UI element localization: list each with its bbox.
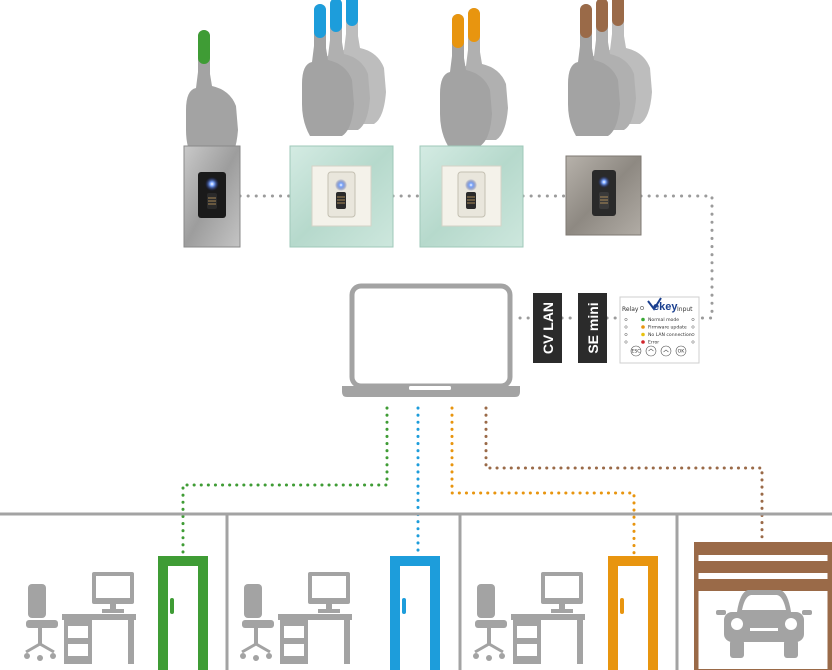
converter-se-mini: SE mini xyxy=(578,293,607,363)
monitor-icon xyxy=(92,572,134,613)
monitor-icon xyxy=(308,572,350,613)
converter-label-se-mini: SE mini xyxy=(585,302,601,353)
panel-brand-logo: ekey xyxy=(653,301,678,313)
panel-button-label: OK xyxy=(678,349,686,355)
panel-status-line: Error xyxy=(648,340,659,346)
desk-icon xyxy=(278,614,352,664)
panel-button[interactable] xyxy=(660,345,672,357)
panel-relay-label: Relay xyxy=(622,306,639,313)
panel-button-label: ESC xyxy=(631,349,640,355)
door-handle-icon xyxy=(402,598,406,614)
panel-input-label: Input xyxy=(677,306,693,313)
door-handle-icon xyxy=(620,598,624,614)
converter-cv-lan: CV LAN xyxy=(533,293,562,363)
panel-status-line: No LAN connection xyxy=(648,332,692,338)
building-outline xyxy=(0,512,832,670)
hand-2-icon xyxy=(302,0,386,136)
office-2-room xyxy=(240,556,440,670)
routing-lines xyxy=(181,406,764,558)
fingerprint-reader-glass-1 xyxy=(289,145,394,248)
panel-button[interactable] xyxy=(645,345,657,357)
garage-room xyxy=(694,542,832,670)
office-1-door xyxy=(158,556,208,670)
hands-group xyxy=(186,0,652,162)
brown-route-line xyxy=(484,406,764,545)
panel-button[interactable] xyxy=(630,345,642,357)
desk-icon xyxy=(511,614,585,664)
orange-route-line xyxy=(450,406,636,558)
desk-icon xyxy=(62,614,136,664)
panel-button[interactable] xyxy=(675,345,687,357)
door-handle-icon xyxy=(170,598,174,614)
office-chair-icon xyxy=(473,584,507,661)
office-3-door xyxy=(608,556,658,670)
hand-1-icon xyxy=(186,30,238,162)
hand-3-icon xyxy=(440,8,508,146)
office-chair-icon xyxy=(24,584,58,661)
panel-status-line: Firmware update xyxy=(648,325,687,331)
office-2-door xyxy=(390,556,440,670)
car-icon xyxy=(716,590,812,658)
green-route-line xyxy=(181,406,389,558)
office-1-room xyxy=(24,556,208,670)
fingerprint-reader-glass-2 xyxy=(419,145,524,248)
laptop-icon xyxy=(342,283,520,397)
reader-bus-line xyxy=(238,194,714,320)
converter-label-cv-lan: CV LAN xyxy=(540,302,556,354)
fingerprint-reader-aluminium xyxy=(183,145,241,248)
office-3-room xyxy=(473,556,658,670)
hand-4-icon xyxy=(568,0,652,136)
panel-status-line: Normal mode xyxy=(648,317,679,323)
fingerprint-reader-steel xyxy=(565,155,642,236)
office-chair-icon xyxy=(240,584,274,661)
monitor-icon xyxy=(541,572,583,613)
